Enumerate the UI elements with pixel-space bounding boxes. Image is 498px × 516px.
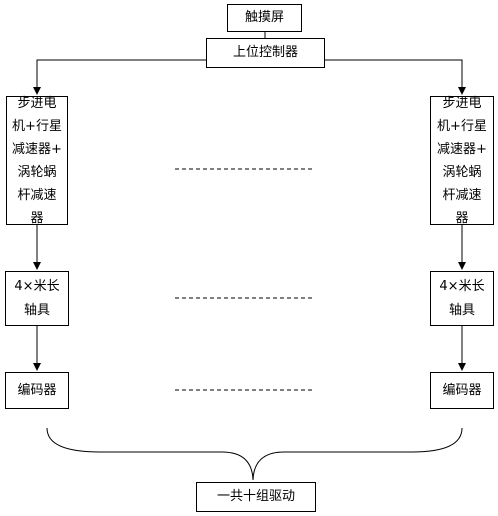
left-motor-box: 步进电 机+行星 减速器+ 涡轮蜗 杆减速 器 bbox=[6, 96, 68, 226]
right-axle-box: 4×米长 轴具 bbox=[430, 271, 494, 326]
left-axle-line: 轴具 bbox=[23, 302, 50, 318]
right-motor-box: 步进电 机+行星 减速器+ 涡轮蜗 杆减速 器 bbox=[430, 96, 494, 226]
grouping-brace bbox=[46, 427, 463, 481]
left-motor-line: 涡轮蜗 bbox=[17, 164, 57, 180]
right-encoder-label: 编码器 bbox=[442, 382, 482, 398]
controller-box: 上位控制器 bbox=[206, 38, 325, 68]
left-axle-box: 4×米长 轴具 bbox=[5, 271, 69, 326]
total-drives-label: 一共十组驱动 bbox=[216, 489, 295, 504]
right-motor-line: 减速器+ bbox=[437, 141, 487, 157]
total-drives-box: 一共十组驱动 bbox=[196, 482, 316, 512]
right-axle-line: 4×米长 bbox=[439, 278, 485, 294]
left-motor-line: 机+行星 bbox=[12, 118, 62, 134]
left-motor-line: 减速器+ bbox=[12, 141, 62, 157]
arrow-controller-to-right bbox=[325, 59, 466, 95]
left-motor-line: 杆减速 bbox=[17, 187, 57, 203]
left-encoder-box: 编码器 bbox=[5, 372, 69, 409]
left-encoder-label: 编码器 bbox=[17, 382, 57, 398]
touchscreen-label: 触摸屏 bbox=[244, 10, 284, 25]
left-axle-line: 4×米长 bbox=[14, 278, 60, 294]
right-motor-line: 杆减速 bbox=[442, 187, 482, 203]
right-motor-line: 机+行星 bbox=[437, 118, 487, 134]
left-motor-line: 步进电 bbox=[17, 95, 57, 111]
right-axle-line: 轴具 bbox=[448, 302, 475, 318]
right-motor-line: 步进电 bbox=[442, 95, 482, 111]
right-motor-line: 器 bbox=[455, 210, 469, 226]
controller-label: 上位控制器 bbox=[232, 45, 298, 60]
touchscreen-box: 触摸屏 bbox=[227, 4, 302, 32]
right-encoder-box: 编码器 bbox=[430, 372, 494, 409]
left-motor-line: 器 bbox=[30, 210, 44, 226]
right-motor-line: 涡轮蜗 bbox=[442, 164, 482, 180]
arrow-controller-to-left bbox=[33, 59, 206, 95]
